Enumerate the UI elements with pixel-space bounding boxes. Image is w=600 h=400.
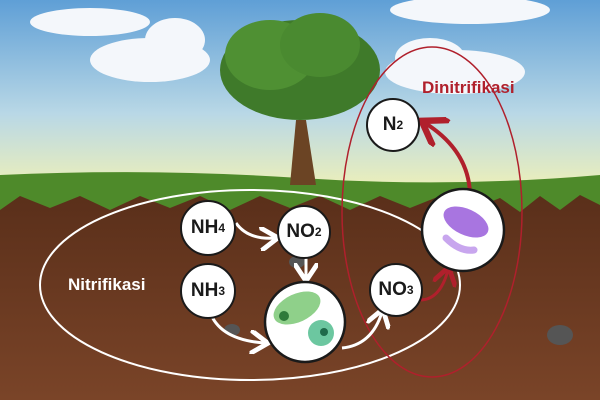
cloud [30, 0, 550, 94]
denitrifying-bacteria [420, 187, 506, 273]
denitrification-label: Dinitrifikasi [422, 78, 515, 97]
no3-subscript: 3 [406, 283, 414, 297]
no2-subscript: 2 [314, 225, 322, 239]
no2-text: NO [286, 221, 315, 242]
denitrification-boundary [341, 46, 523, 378]
nh4-text: NH [190, 217, 219, 238]
tree [220, 13, 380, 185]
nitrification-boundary [39, 189, 461, 381]
n2-text: N [382, 114, 397, 135]
nitrification-label: Nitrifikasi [68, 275, 146, 294]
nitrifying-bacteria [263, 280, 347, 364]
no3-text: NO [378, 279, 407, 300]
nh3-subscript: 3 [218, 284, 226, 298]
arrow-bacteria-no3 [341, 312, 382, 350]
nh3-text: NH [190, 280, 219, 301]
arrow-nh4-no2 [234, 222, 275, 238]
arrow-denitrifier-n2 [425, 123, 472, 194]
nh4-subscript: 4 [218, 221, 226, 235]
rocks [224, 256, 573, 345]
arrow-no3-denitrifier [419, 270, 448, 302]
n2-subscript: 2 [396, 118, 404, 132]
